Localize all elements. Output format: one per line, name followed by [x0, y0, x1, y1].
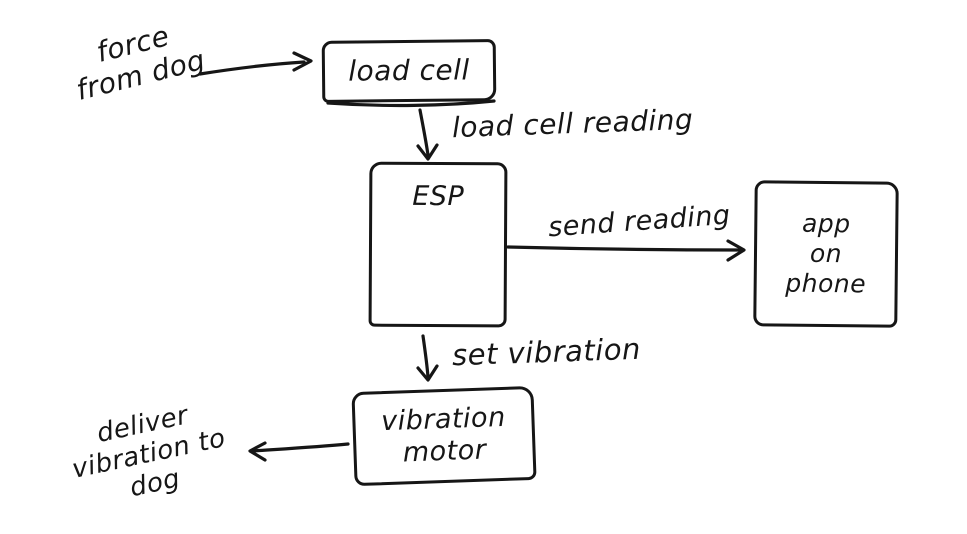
annotation-deliver-vibration-to-dog: deliver vibration to dog [69, 400, 229, 504]
edge-label-set-vibration: set vibration [451, 331, 642, 373]
node-load-cell-label: load cell [348, 53, 470, 88]
node-app-on-phone-label: app on phone [785, 208, 867, 299]
node-load-cell: load cell [321, 39, 497, 103]
arrow-motor-to-deliver [248, 441, 350, 462]
node-vibration-motor-label: vibration motor [380, 401, 507, 469]
edge-label-send-reading: send reading [547, 199, 732, 244]
node-esp: ESP [368, 161, 508, 328]
node-esp-label: ESP [412, 180, 465, 213]
annotation-force-from-dog: force from dog [73, 19, 209, 108]
node-vibration-motor: vibration motor [351, 385, 537, 487]
arrow-esp-to-app [506, 239, 746, 262]
arrow-load-cell-to-esp [416, 108, 439, 161]
node-app-on-phone: app on phone [753, 180, 899, 328]
arrow-esp-to-motor [416, 334, 439, 382]
edge-label-load-cell-reading: load cell reading [451, 102, 694, 145]
